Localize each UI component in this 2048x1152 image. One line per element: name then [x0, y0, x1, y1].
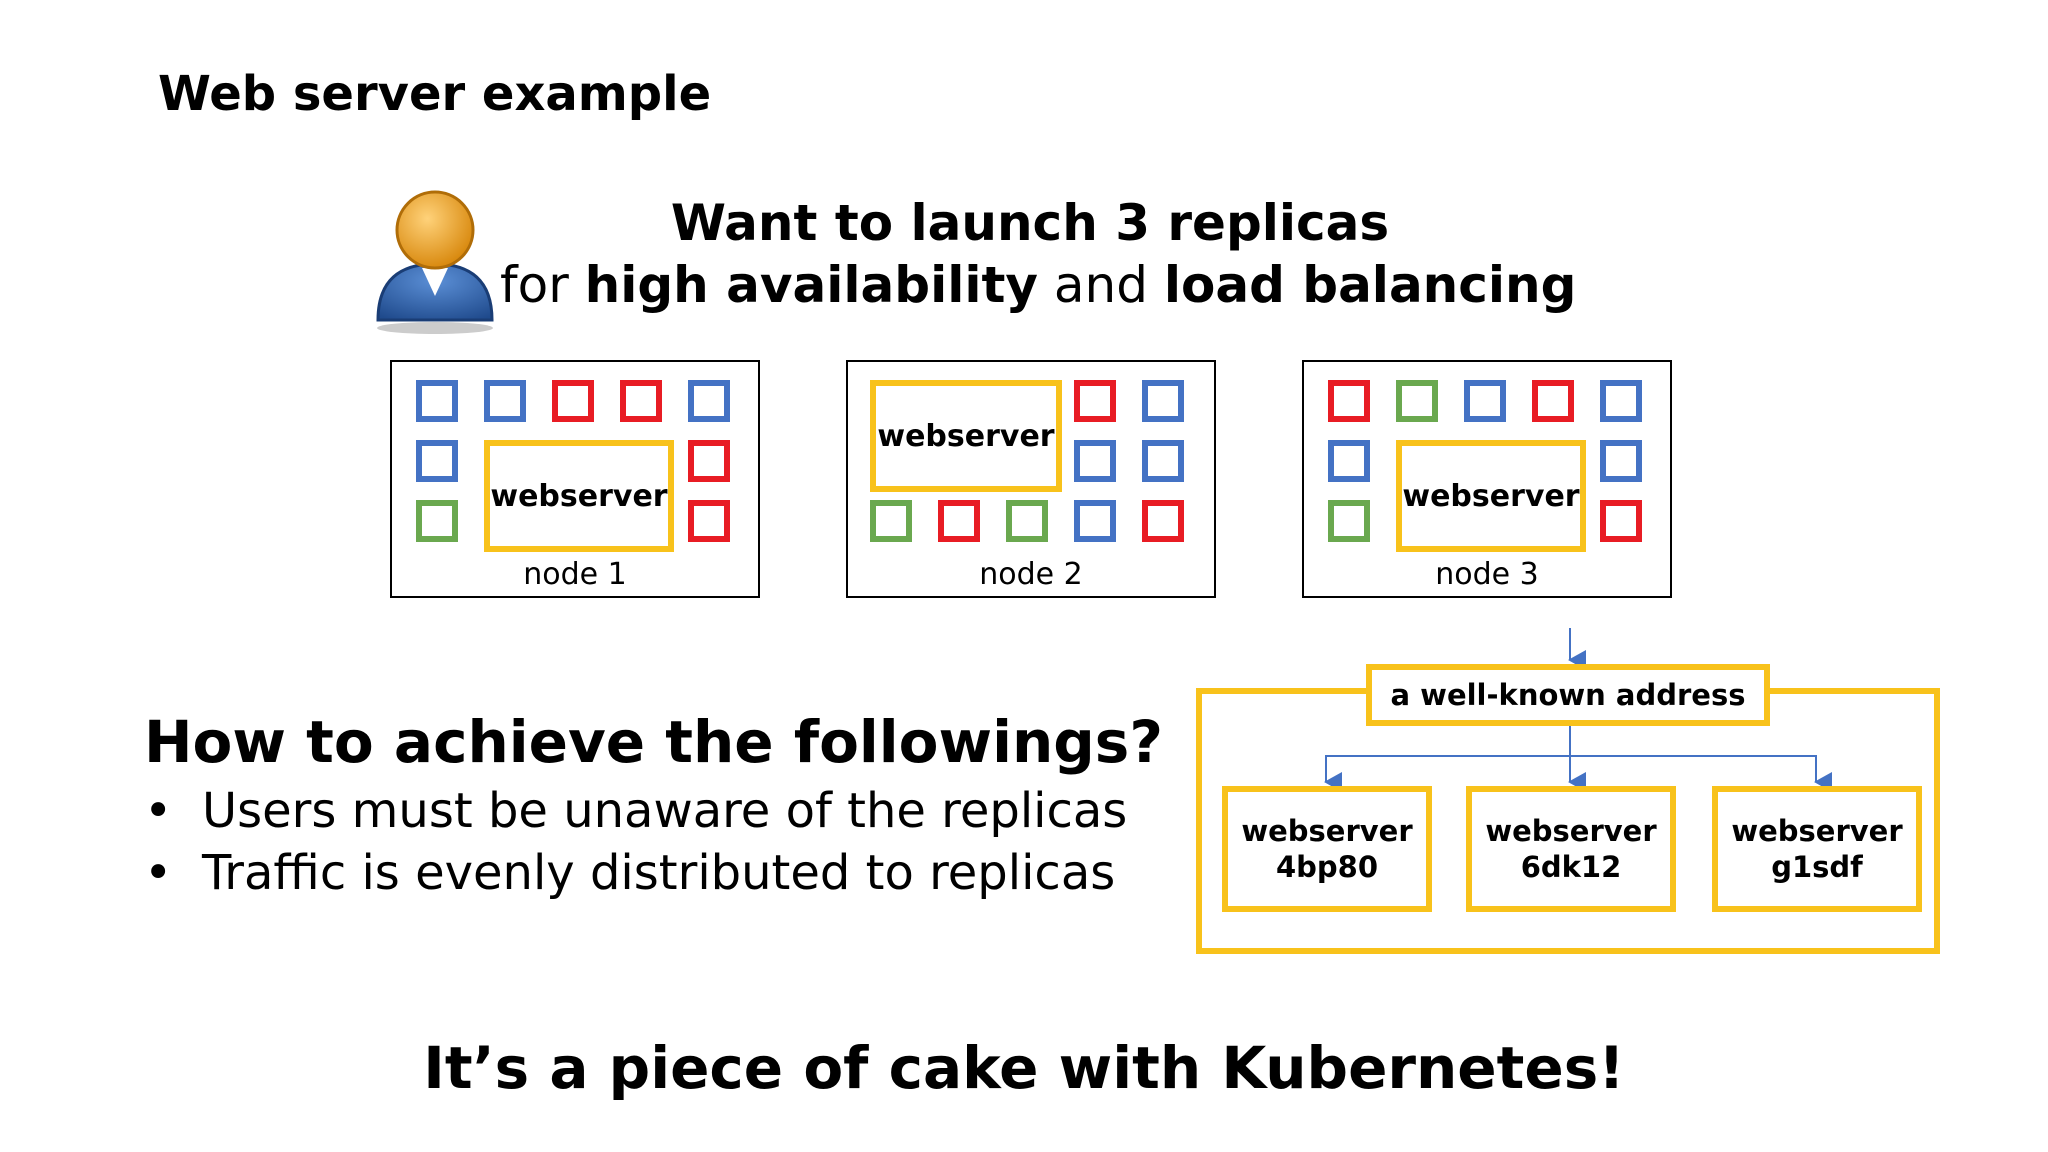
replica-name: webserver — [1485, 814, 1657, 848]
pod-box — [416, 380, 458, 422]
webserver-pod: webserver — [484, 440, 674, 552]
pod-box — [1328, 380, 1370, 422]
pod-box — [1074, 440, 1116, 482]
pod-box — [1328, 440, 1370, 482]
pod-box — [1464, 380, 1506, 422]
replica-box: webserver 6dk12 — [1466, 786, 1676, 912]
pod-box — [1142, 440, 1184, 482]
node-2: webserver node 2 — [846, 360, 1216, 598]
pod-box — [1600, 440, 1642, 482]
bullet-text: Traffic is evenly distributed to replica… — [202, 845, 1116, 901]
webserver-pod: webserver — [870, 380, 1062, 492]
replica-name: webserver — [1731, 814, 1903, 848]
node-label: node 1 — [523, 557, 627, 592]
bullet-dot: • — [144, 783, 173, 839]
pod-box — [870, 500, 912, 542]
headline-high-availability: high availability — [584, 256, 1038, 314]
bullet-item: • Users must be unaware of the replicas — [144, 780, 1127, 842]
pod-box — [688, 440, 730, 482]
node-1: webserver node 1 — [390, 360, 760, 598]
replica-id: 6dk12 — [1520, 850, 1622, 884]
pod-box — [688, 500, 730, 542]
replica-id: 4bp80 — [1275, 850, 1379, 884]
bullet-list: • Users must be unaware of the replicas •… — [144, 780, 1127, 904]
pod-box — [1074, 380, 1116, 422]
pod-box — [552, 380, 594, 422]
headline-and: and — [1037, 256, 1164, 314]
closing-statement: It’s a piece of cake with Kubernetes! — [423, 1034, 1625, 1102]
slide-title: Web server example — [158, 66, 712, 122]
pod-box — [416, 440, 458, 482]
pod-box — [1142, 500, 1184, 542]
node-label: node 2 — [979, 557, 1083, 592]
headline-load-balancing: load balancing — [1163, 256, 1577, 314]
question-heading: How to achieve the followings? — [144, 708, 1163, 776]
replica-box: webserver 4bp80 — [1222, 786, 1432, 912]
pod-box — [1396, 380, 1438, 422]
bullet-dot: • — [144, 845, 173, 901]
replica-box: webserver g1sdf — [1712, 786, 1922, 912]
headline-line2: for high availability and load balancing — [500, 254, 1576, 316]
pod-box — [1006, 500, 1048, 542]
pod-box — [1532, 380, 1574, 422]
pod-box — [484, 380, 526, 422]
bullet-text: Users must be unaware of the replicas — [202, 783, 1128, 839]
headline-line1: Want to launch 3 replicas — [670, 194, 1390, 252]
pod-box — [1600, 500, 1642, 542]
headline: Want to launch 3 replicas for high avail… — [500, 192, 1576, 316]
replica-name: webserver — [1241, 814, 1413, 848]
pod-box — [1600, 380, 1642, 422]
user-icon — [376, 190, 494, 334]
pod-box — [1328, 500, 1370, 542]
replica-id: g1sdf — [1771, 850, 1863, 884]
webserver-pod: webserver — [1396, 440, 1586, 552]
pod-box — [688, 380, 730, 422]
headline-for: for — [500, 256, 585, 314]
pod-box — [620, 380, 662, 422]
pod-box — [1074, 500, 1116, 542]
pod-box — [1142, 380, 1184, 422]
node-3: webserver node 3 — [1302, 360, 1672, 598]
well-known-address: a well-known address — [1366, 664, 1770, 726]
pod-box — [938, 500, 980, 542]
pod-box — [416, 500, 458, 542]
bullet-item: • Traffic is evenly distributed to replic… — [144, 842, 1127, 904]
node-label: node 3 — [1435, 557, 1539, 592]
